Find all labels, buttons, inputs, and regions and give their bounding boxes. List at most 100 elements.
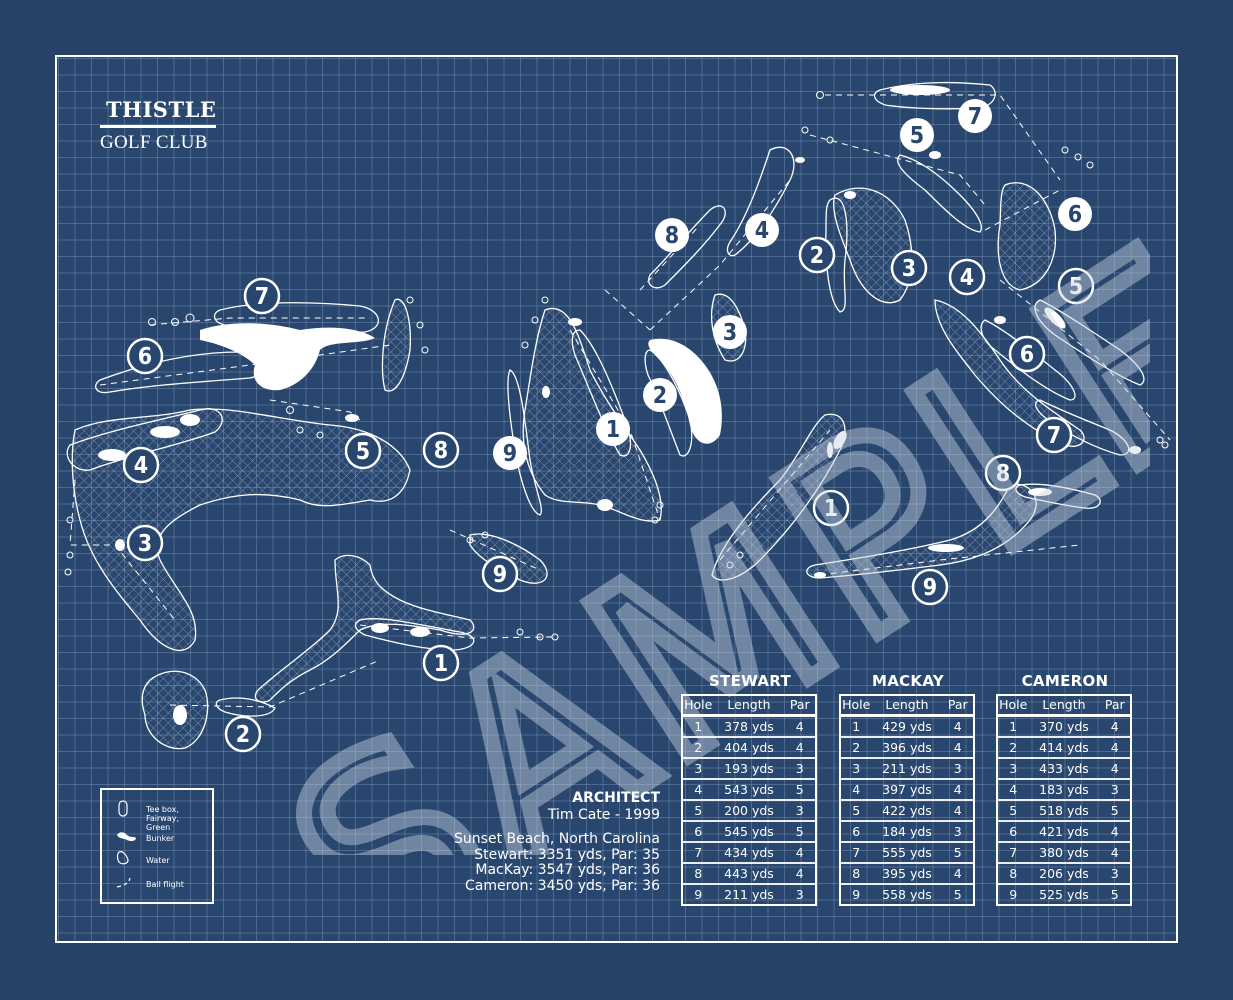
- col-length: Length: [871, 696, 943, 717]
- par-cell: 4: [1099, 822, 1130, 843]
- legend-label: Ball flight: [146, 880, 184, 889]
- fairway-e2: [825, 197, 848, 313]
- hole-marker-circle: [900, 118, 934, 152]
- tee-fairway-green-icon: [118, 800, 128, 817]
- hole-number: 7: [255, 284, 269, 310]
- length-cell: 558 yds: [882, 887, 932, 902]
- hole-cell: 8: [998, 864, 1029, 885]
- course-name: MACKAY: [871, 672, 944, 690]
- hole-marker: 1: [422, 644, 460, 682]
- water-center-main: [522, 307, 662, 522]
- hole-marker: 1: [596, 412, 630, 446]
- hole-marker-circle: [481, 555, 519, 593]
- fairway-w4: [66, 408, 223, 471]
- hole-marker-circle: [344, 432, 382, 470]
- par-cell: 3: [942, 759, 973, 780]
- par-cell: 5: [784, 822, 815, 843]
- par-cell: 5: [953, 887, 962, 902]
- length-cell: 200 yds: [713, 801, 785, 822]
- par-cell: 4: [1099, 738, 1130, 759]
- fairway-c2: [644, 349, 693, 457]
- hole-marker-circle: [745, 213, 779, 247]
- bunker-icon: [117, 832, 136, 842]
- flight-w7: [149, 317, 370, 326]
- length-cell: 434 yds: [713, 843, 785, 864]
- hole-cell: 6: [683, 822, 714, 843]
- hole-marker-circle: [1035, 416, 1073, 454]
- col-length: Length: [1028, 696, 1100, 717]
- hole-marker: 5: [344, 432, 382, 470]
- hole-marker-circle: [1057, 267, 1095, 305]
- par-cell: 3: [784, 759, 815, 780]
- length-cell: 518 yds: [1028, 801, 1100, 822]
- par-cell: 4: [784, 717, 815, 738]
- hole-cell: 3: [841, 759, 872, 780]
- hole-marker-circle: [243, 277, 281, 315]
- hole-marker: 8: [422, 431, 460, 469]
- location-block: Sunset Beach, North Carolina Stewart: 33…: [454, 831, 660, 894]
- location: Sunset Beach, North Carolina: [454, 831, 660, 847]
- hole-cell: 7: [998, 843, 1029, 864]
- length-cell: 395 yds: [871, 864, 943, 885]
- col-length: Length: [713, 696, 785, 717]
- hole-cell: 1: [841, 717, 872, 738]
- par-cell: 5: [1110, 887, 1119, 902]
- length-cell: 422 yds: [871, 801, 943, 822]
- hole-marker-circle: [890, 249, 928, 287]
- length-cell: 429 yds: [871, 717, 943, 738]
- hole-marker-circle: [958, 99, 992, 133]
- hole-marker: 6: [1008, 335, 1046, 373]
- hole-number: 4: [134, 453, 148, 479]
- hole-marker: 7: [243, 277, 281, 315]
- hole-marker-circle: [911, 568, 949, 606]
- flight-w1: [359, 624, 556, 639]
- water-west-8: [381, 298, 411, 392]
- hole-number: 6: [138, 344, 152, 370]
- club-title-block: THISTLE GOLF CLUB: [100, 97, 230, 154]
- length-cell: 555 yds: [871, 843, 943, 864]
- water-icon: [116, 851, 129, 865]
- hole-number: 5: [356, 439, 370, 465]
- water-west-south: [254, 554, 475, 703]
- fairway-c4: [726, 146, 795, 257]
- legend-label: Water: [146, 856, 170, 865]
- hole-cell: 4: [841, 780, 872, 801]
- course-info: ARCHITECT Tim Cate - 1999 Sunset Beach, …: [454, 790, 660, 894]
- fairway-w2: [215, 697, 276, 717]
- course-name: CAMERON: [1021, 672, 1109, 690]
- hole-marker: 2: [224, 715, 262, 753]
- hole-cell: 6: [841, 822, 872, 843]
- fairway-c9: [507, 369, 542, 516]
- hole-marker: 7: [1035, 416, 1073, 454]
- par-cell: 4: [942, 780, 973, 801]
- hole-number: 3: [138, 531, 152, 557]
- course-name: STEWART: [709, 672, 791, 690]
- length-cell: 543 yds: [713, 780, 785, 801]
- hole-cell: 1: [683, 717, 714, 738]
- map-legend: Tee box, Fairway, Green Bunker Water Bal…: [100, 788, 214, 904]
- club-subtitle: GOLF CLUB: [100, 132, 208, 153]
- par-cell: 5: [784, 780, 815, 801]
- par-cell: 5: [942, 843, 973, 864]
- hole-number: 5: [910, 123, 924, 149]
- hole-number: 8: [996, 461, 1010, 487]
- water-center-ne2: [997, 182, 1057, 291]
- par-cell: 4: [1099, 759, 1130, 780]
- hole-cell: 4: [683, 780, 714, 801]
- length-cell: 370 yds: [1028, 717, 1100, 738]
